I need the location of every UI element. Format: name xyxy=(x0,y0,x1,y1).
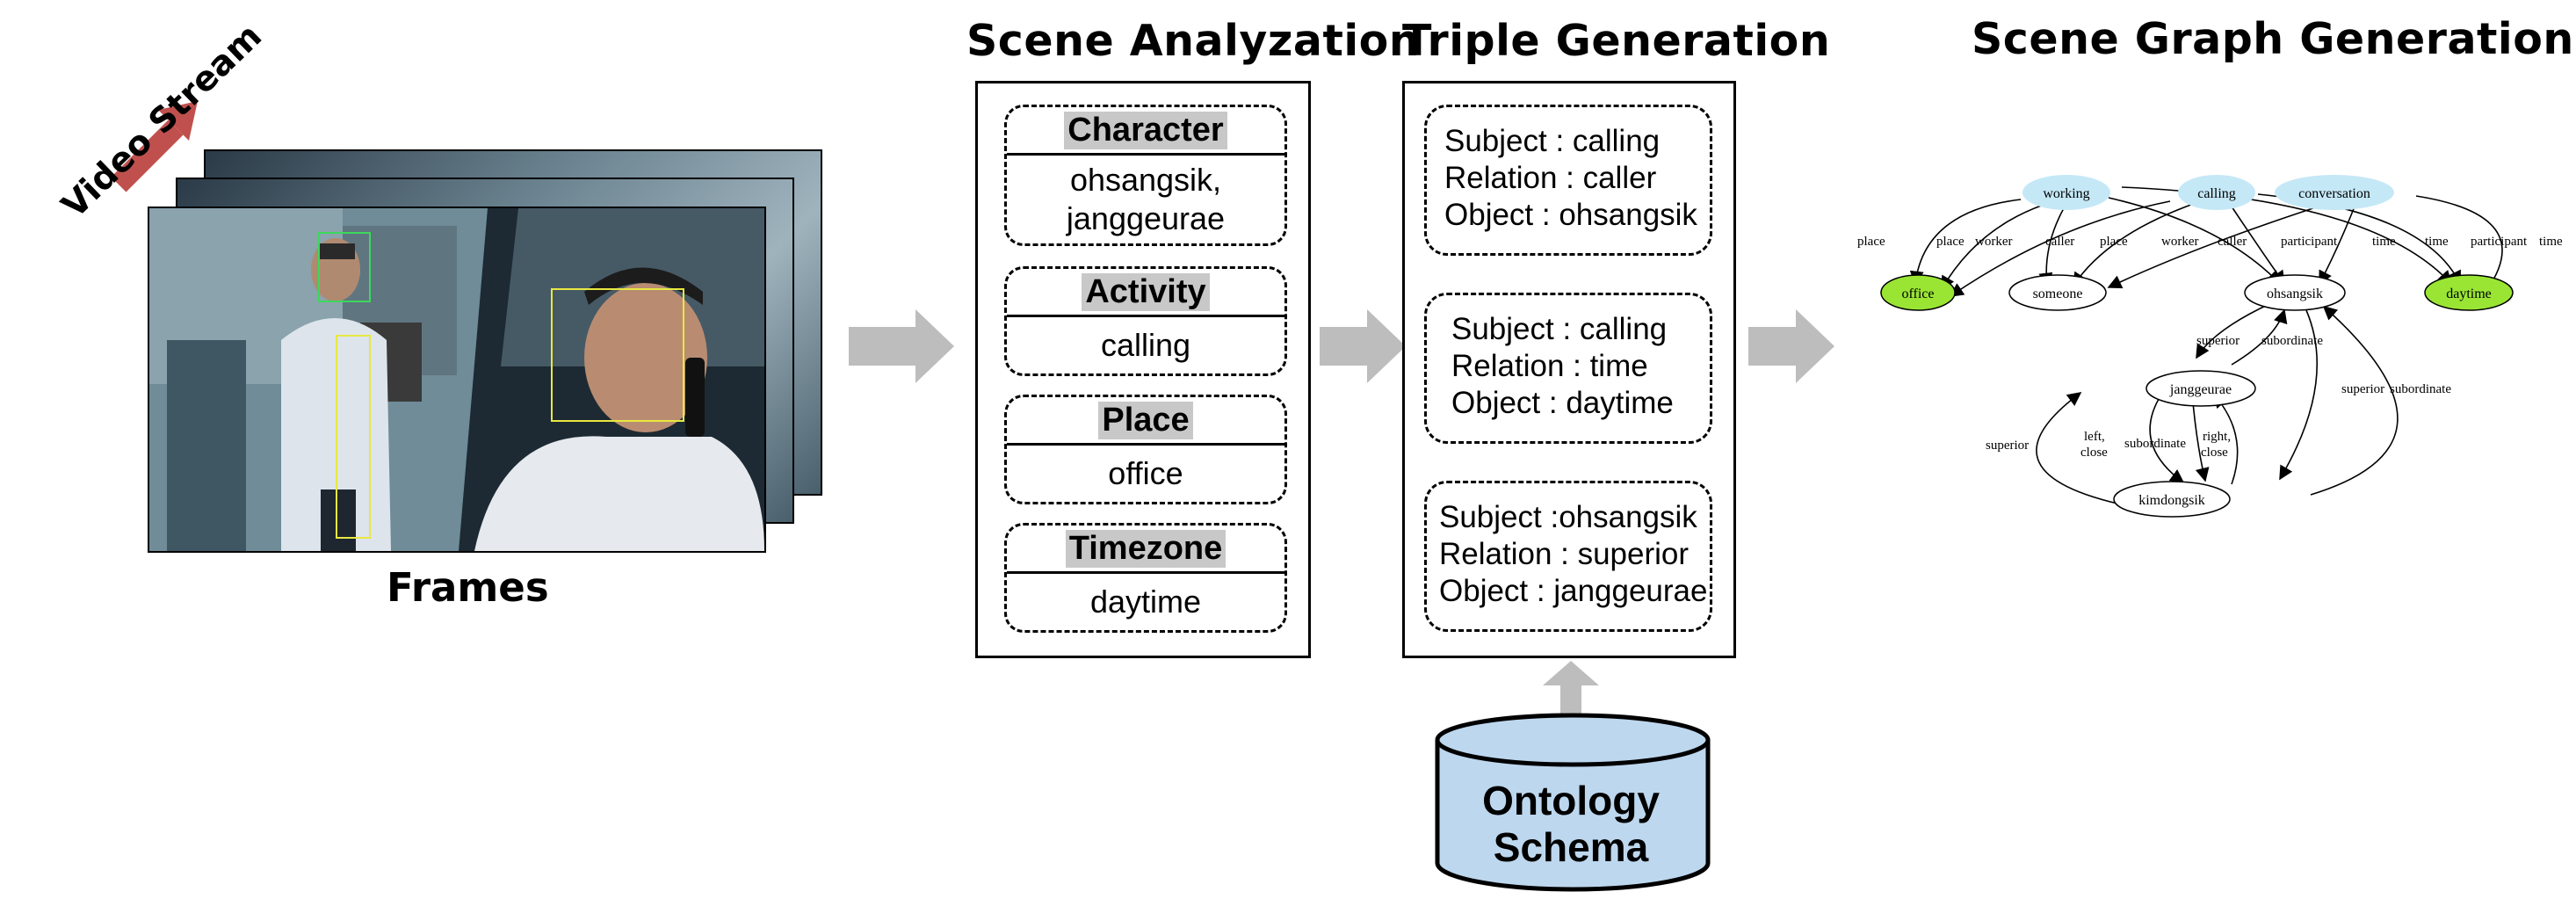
edge-conversation-office xyxy=(1949,200,2171,297)
graph-node-office: office xyxy=(1880,274,1956,311)
arrow-triple-to-graph xyxy=(1748,309,1834,383)
svg-text:daytime: daytime xyxy=(2446,286,2492,301)
edge-ohsangsik-janggeurae xyxy=(2196,302,2272,359)
graph-edges xyxy=(1909,186,2503,504)
svg-text:office: office xyxy=(1901,286,1934,301)
activity-box: Activity calling xyxy=(1004,266,1287,376)
character-value-line-1: ohsangsik, xyxy=(1069,162,1222,198)
edge-conversation-someone xyxy=(2107,204,2325,289)
svg-text:calling: calling xyxy=(2197,186,2236,201)
triple-1-object: Object : ohsangsik xyxy=(1444,198,1697,232)
ontology-schema-label: Ontology Schema xyxy=(1439,778,1703,871)
graph-node-daytime: daytime xyxy=(2424,274,2514,311)
activity-value: calling xyxy=(1100,327,1191,363)
ontology-schema-cylinder xyxy=(1435,713,1711,892)
label-kim-jang-close: close xyxy=(2201,446,2228,460)
label-conversation-office: place xyxy=(2100,235,2128,249)
frames-label: Frames xyxy=(387,564,549,611)
edge-kimdongsik-janggeurae xyxy=(2036,392,2118,504)
label-conversation-daytime: time xyxy=(2539,235,2563,249)
place-header: Place xyxy=(1098,401,1193,439)
scene-analyzation-title: Scene Analyzation xyxy=(966,16,1421,66)
arrow-scene-to-triple xyxy=(1320,309,1406,383)
label-jang-oh-subordinate: subordinate xyxy=(2261,334,2323,348)
scene-graph: working calling conversation office some… xyxy=(1857,175,2563,518)
activity-header: Activity xyxy=(1082,272,1210,311)
triple-2-relation: Relation : time xyxy=(1451,349,1648,383)
svg-text:working: working xyxy=(2043,186,2089,201)
edge-working-office-2 xyxy=(1941,204,2044,291)
graph-node-ohsangsik: ohsangsik xyxy=(2244,274,2346,311)
timezone-value: daytime xyxy=(1089,584,1202,620)
timezone-header: Timezone xyxy=(1065,529,1226,568)
graph-node-calling: calling xyxy=(2178,175,2255,210)
label-working-someone: worker xyxy=(1975,235,2012,249)
triple-2-object: Object : daytime xyxy=(1451,386,1674,420)
edge-working-office xyxy=(1909,199,2022,286)
svg-text:someone: someone xyxy=(2033,286,2083,301)
graph-node-working: working xyxy=(2022,175,2110,210)
svg-text:janggeurae: janggeurae xyxy=(2169,382,2232,397)
svg-text:ohsangsik: ohsangsik xyxy=(2267,286,2323,301)
label-jang-kim-subordinate: subordinate xyxy=(2124,437,2186,451)
label-kim-oh-subordinate: subordinate xyxy=(2390,382,2451,396)
timezone-box: Timezone daytime xyxy=(1004,523,1287,633)
frame-scene-image xyxy=(149,208,764,551)
triple-3-relation: Relation : superior xyxy=(1439,537,1690,571)
label-oh-jang-superior: superior xyxy=(2196,334,2240,348)
label-working-office: place xyxy=(1857,235,1885,249)
label-calling-office: place xyxy=(1936,235,1965,249)
edge-calling-someone xyxy=(2073,200,2202,287)
graph-node-kimdongsik: kimdongsik xyxy=(2113,481,2231,518)
triple-1-relation: Relation : caller xyxy=(1444,161,1657,195)
edge-working-ohsangsik xyxy=(2108,197,2282,286)
ontology-label-line-2: Schema xyxy=(1493,824,1649,870)
triple-box-2: Subject : calling Relation : time Object… xyxy=(1424,293,1712,444)
character-header: Character xyxy=(1064,111,1227,149)
triple-box-1: Subject : calling Relation : caller Obje… xyxy=(1424,105,1712,256)
label-calling-daytime: time xyxy=(2372,235,2396,249)
label-conversation-someone: participant xyxy=(2281,235,2338,249)
label-kim-jang-right: right, xyxy=(2203,430,2231,444)
label-calling-ohsangsik: caller xyxy=(2218,235,2247,249)
triple-1-subject: Subject : calling xyxy=(1444,124,1661,158)
label-conversation-ohsangsik: participant xyxy=(2471,235,2528,249)
svg-text:conversation: conversation xyxy=(2298,186,2370,201)
graph-node-conversation: conversation xyxy=(2275,175,2394,210)
triple-3-object: Object : janggeurae xyxy=(1439,574,1708,608)
label-working-daytime: time xyxy=(2425,235,2449,249)
video-stream-arrow xyxy=(111,101,198,192)
label-kim-jang-superior: superior xyxy=(1986,439,2029,453)
character-value-line-2: janggeurae xyxy=(1066,200,1226,236)
triple-box-3: Subject :ohsangsik Relation : superior O… xyxy=(1424,481,1712,632)
label-jang-kim-close: close xyxy=(2080,446,2108,460)
triple-generation-title: Triple Generation xyxy=(1402,16,1831,66)
edge-ohsangsik-kimdongsik xyxy=(2279,309,2319,481)
edge-janggeurae-ohsangsik xyxy=(2231,308,2288,366)
label-jang-kim-left: left, xyxy=(2084,430,2105,444)
edge-conversation-daytime xyxy=(2415,195,2503,293)
edge-janggeurae-kimdongsik xyxy=(2149,394,2185,483)
place-value: office xyxy=(1108,455,1183,491)
triple-2-subject: Subject : calling xyxy=(1451,312,1668,346)
scene-graph-generation-title: Scene Graph Generation xyxy=(1972,14,2574,64)
graph-edge-labels: place place worker caller place worker c… xyxy=(1857,235,2563,460)
ontology-label-line-1: Ontology xyxy=(1482,778,1660,823)
label-oh-kim-superior: superior xyxy=(2341,382,2384,396)
video-frame-front xyxy=(148,207,766,553)
character-box: Character ohsangsik, janggeurae xyxy=(1004,105,1287,246)
arrow-ontology-to-triple xyxy=(1543,661,1599,714)
edge-kimdongsik-ohsangsik xyxy=(2310,305,2399,496)
place-box: Place office xyxy=(1004,395,1287,504)
triple-generation-panel: Subject : calling Relation : caller Obje… xyxy=(1402,81,1736,658)
label-calling-someone: caller xyxy=(2045,235,2074,249)
arrow-frames-to-scene xyxy=(849,309,954,383)
label-working-ohsangsik: worker xyxy=(2161,235,2198,249)
graph-node-someone: someone xyxy=(2008,274,2107,311)
scene-analyzation-panel: Character ohsangsik, janggeurae Activity… xyxy=(975,81,1311,658)
triple-3-subject: Subject :ohsangsik xyxy=(1439,500,1697,534)
svg-text:kimdongsik: kimdongsik xyxy=(2138,493,2205,508)
edge-conversation-ohsangsik xyxy=(2319,206,2355,286)
graph-node-janggeurae: janggeurae xyxy=(2145,370,2256,407)
